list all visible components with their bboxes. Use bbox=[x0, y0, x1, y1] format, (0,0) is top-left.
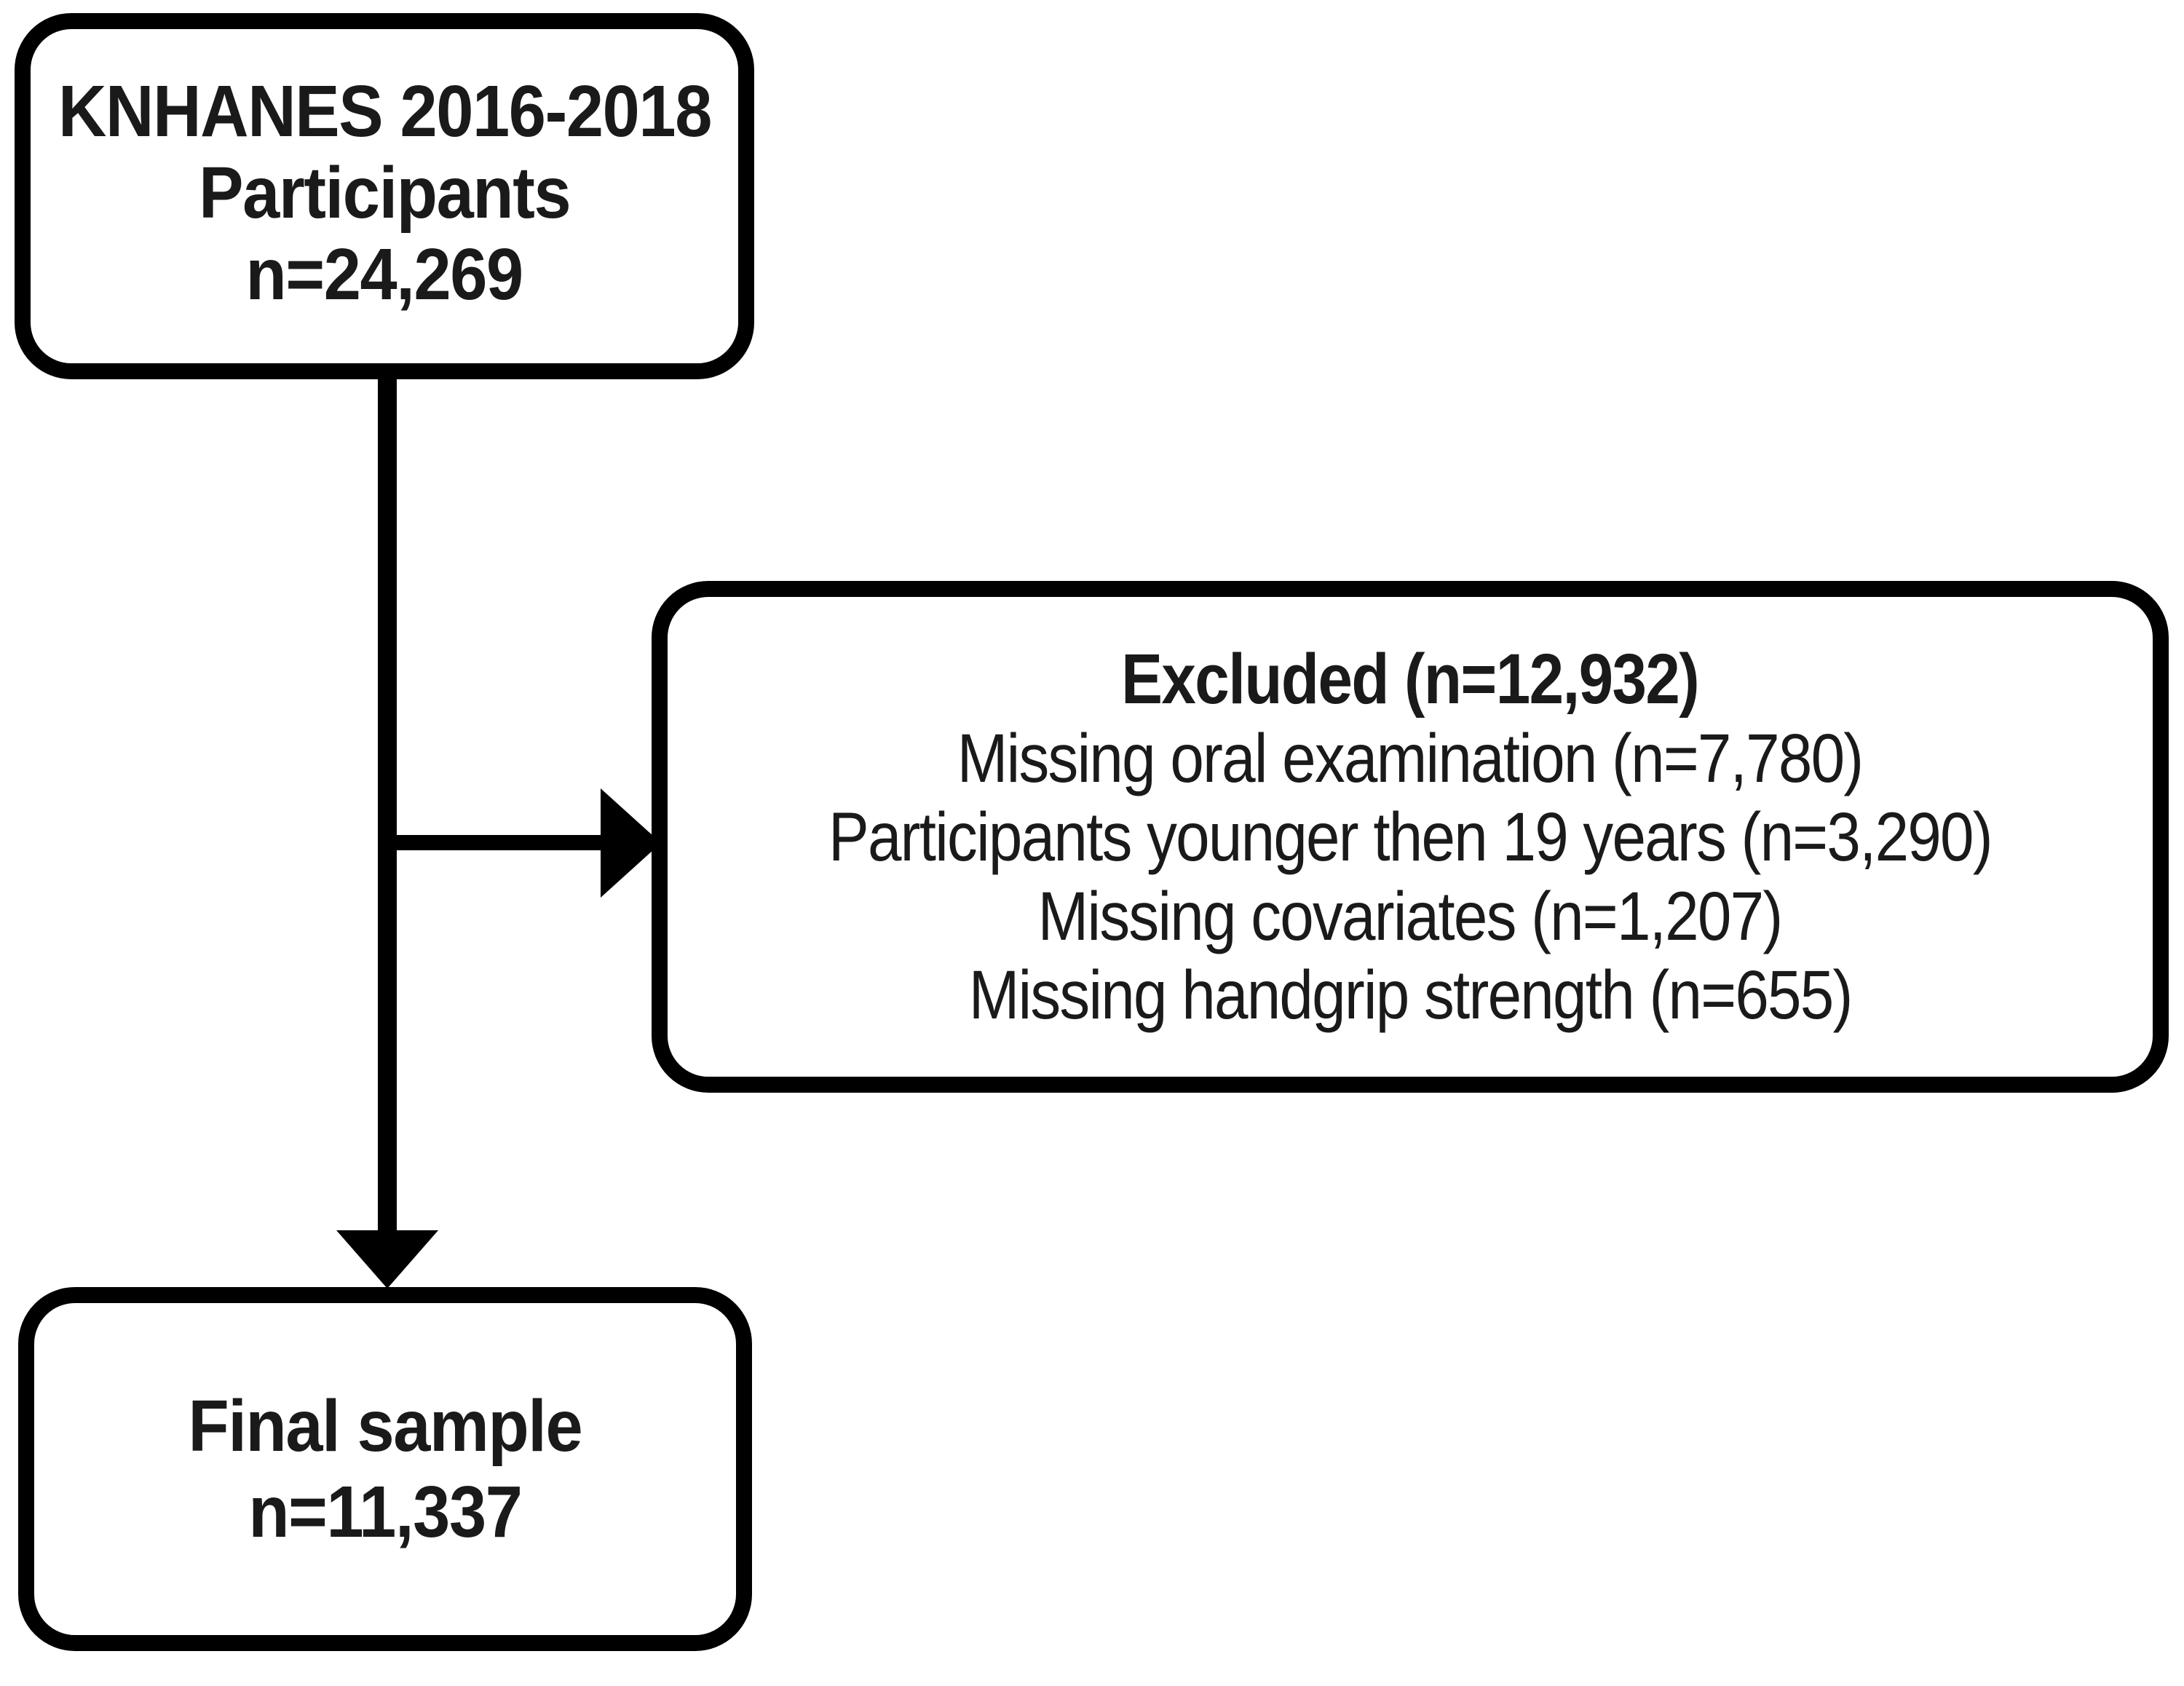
excluded-reason-age: Participants younger then 19 years (n=3,… bbox=[828, 799, 1993, 876]
final-count: n=11,337 bbox=[248, 1471, 523, 1553]
final-label: Final sample bbox=[188, 1385, 583, 1467]
node-final-sample: Final sample n=11,337 bbox=[18, 1287, 752, 1651]
arrow-right-icon bbox=[601, 788, 661, 898]
connector-horizontal-line bbox=[387, 835, 657, 850]
excluded-reason-oral-exam: Missing oral examination (n=7,780) bbox=[957, 720, 1864, 798]
connector-vertical-line bbox=[378, 373, 397, 1239]
excluded-reason-handgrip: Missing handgrip strength (n=655) bbox=[968, 957, 1853, 1034]
excluded-reason-covariates: Missing covariates (n=1,207) bbox=[1038, 877, 1784, 955]
source-line-count: n=24,269 bbox=[245, 233, 524, 315]
node-excluded: Excluded (n=12,932) Missing oral examina… bbox=[652, 581, 2169, 1093]
source-line-participants: Participants bbox=[198, 151, 571, 234]
excluded-heading: Excluded (n=12,932) bbox=[1121, 638, 1700, 719]
arrow-down-icon bbox=[336, 1230, 438, 1289]
node-source-participants: KNHANES 2016-2018 Participants n=24,269 bbox=[15, 13, 754, 379]
source-line-survey: KNHANES 2016-2018 bbox=[58, 70, 712, 152]
